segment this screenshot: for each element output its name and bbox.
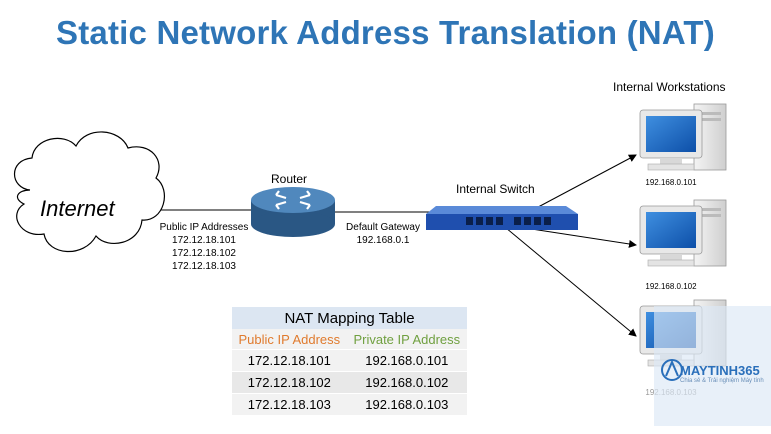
switch-label: Internal Switch bbox=[456, 182, 535, 196]
public-ip-1: 172.12.18.101 bbox=[172, 235, 236, 246]
table-cell: 192.168.0.103 bbox=[346, 393, 467, 415]
diagram-title: Static Network Address Translation (NAT) bbox=[56, 14, 715, 51]
workstation-2-icon bbox=[639, 199, 727, 267]
watermark-brand: MAYTINH365 bbox=[680, 363, 760, 378]
nat-mapping-table: NAT Mapping Table Public IP Address Priv… bbox=[232, 307, 467, 415]
table-cell: 172.12.18.102 bbox=[232, 371, 347, 394]
table-row: 172.12.18.103 192.168.0.103 bbox=[232, 393, 467, 415]
table-row: 172.12.18.102 192.168.0.102 bbox=[232, 371, 467, 394]
workstation-1-icon bbox=[639, 103, 727, 171]
router-label: Router bbox=[271, 172, 308, 186]
router-icon bbox=[251, 187, 335, 237]
private-ip-column-header: Private IP Address bbox=[353, 332, 461, 347]
table-cell: 172.12.18.103 bbox=[232, 393, 347, 415]
gateway-address: 192.168.0.1 bbox=[356, 235, 410, 246]
nat-table-caption: NAT Mapping Table bbox=[232, 307, 467, 329]
workstation-2-ip: 192.168.0.102 bbox=[645, 282, 697, 291]
internet-cloud-icon bbox=[14, 131, 165, 253]
table-row: 172.12.18.101 192.168.0.101 bbox=[232, 349, 467, 372]
watermark-logo-icon bbox=[661, 359, 683, 381]
table-cell: 192.168.0.102 bbox=[346, 371, 467, 394]
switch-ws3-link bbox=[505, 227, 637, 337]
table-cell: 192.168.0.101 bbox=[346, 349, 467, 372]
switch-icon bbox=[426, 206, 578, 230]
watermark-tagline: Chia sẻ & Trải nghiệm Máy tính bbox=[680, 378, 764, 384]
table-cell: 172.12.18.101 bbox=[232, 349, 347, 372]
public-ip-heading: Public IP Addresses bbox=[159, 222, 249, 233]
public-ip-column-header: Public IP Address bbox=[238, 332, 341, 347]
workstation-1-ip: 192.168.0.101 bbox=[645, 178, 697, 187]
workstations-heading: Internal Workstations bbox=[613, 80, 726, 94]
public-ip-3: 172.12.18.103 bbox=[172, 261, 236, 272]
public-ip-2: 172.12.18.102 bbox=[172, 248, 236, 259]
gateway-label: Default Gateway bbox=[346, 222, 420, 233]
internet-label: Internet bbox=[40, 196, 115, 221]
